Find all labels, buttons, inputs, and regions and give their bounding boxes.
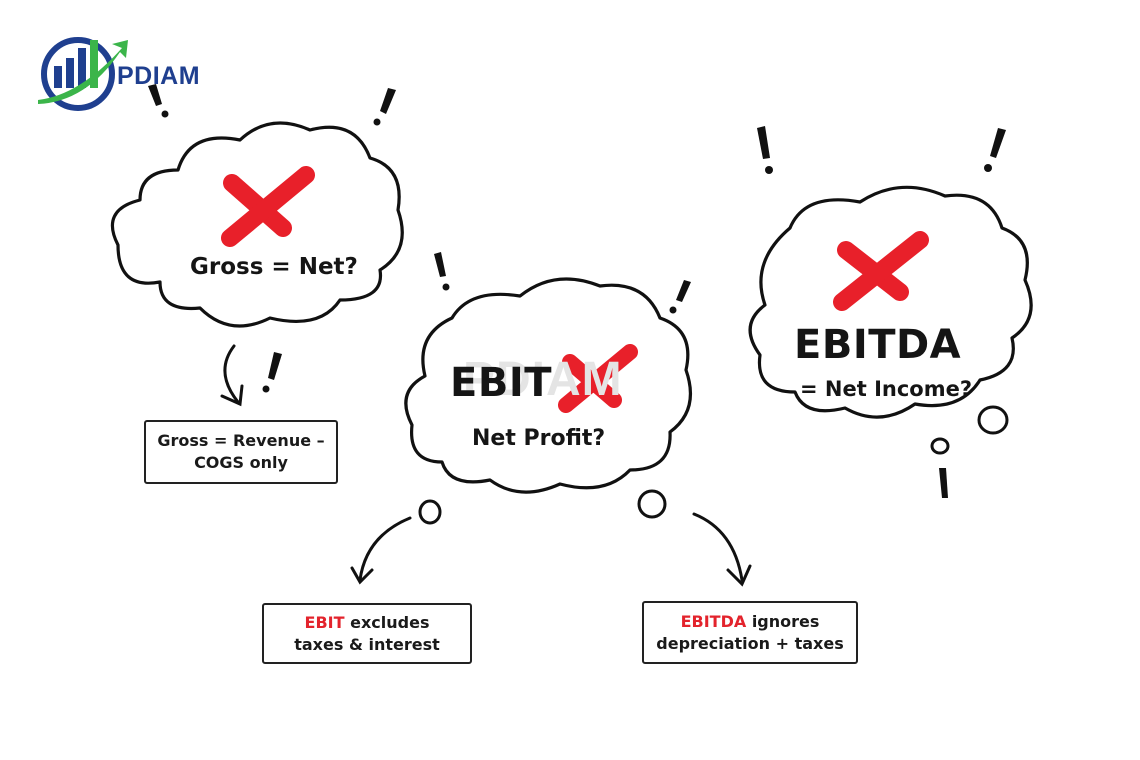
arrow-icon [350,516,412,585]
note-box-ebit: EBIT excludes taxes & interest [262,603,472,664]
logo-wordmark: PDIAM [117,62,201,90]
pdiam-logo-icon [38,37,128,111]
cloud-label-ebit: EBIT [450,360,552,406]
watermark: PDIAM [463,353,623,406]
red-x-icon [833,231,929,311]
red-x-icon [221,166,315,247]
red-x-icon [558,344,638,413]
arrow-icon [220,344,244,407]
exclamation-icon [984,128,1006,172]
thought-bubble-dots [418,405,1009,525]
thought-cloud-ebitda [748,185,1033,419]
note-line: depreciation + taxes [656,634,844,653]
cloud-sub-ebitda: = Net Income? [800,377,973,401]
note-highlight: EBIT [304,613,345,632]
cloud-label-gross: Gross = Net? [190,254,358,280]
exclamation-icon [757,126,773,174]
exclamation-icon [434,252,450,291]
note-box-ebitda: EBITDA ignores depreciation + taxes [642,601,858,664]
note-line: excludes [344,613,430,632]
cloud-label-ebitda: EBITDA [794,322,962,368]
note-line: COGS only [194,453,288,472]
note-line: Gross = Revenue – [157,431,325,450]
exclamation-icon [939,468,948,498]
exclamation-icon [669,280,691,314]
exclamation-icon [262,352,282,393]
exclamation-icon [373,88,396,126]
cloud-sub-ebit: Net Profit? [472,426,606,451]
note-box-gross: Gross = Revenue – COGS only [144,420,338,484]
note-line: ignores [746,612,820,631]
note-line: taxes & interest [294,635,440,654]
note-highlight: EBITDA [680,612,747,631]
thought-cloud-ebit [404,277,693,494]
exclamation-icon [148,84,169,118]
arrow-icon [692,512,752,587]
